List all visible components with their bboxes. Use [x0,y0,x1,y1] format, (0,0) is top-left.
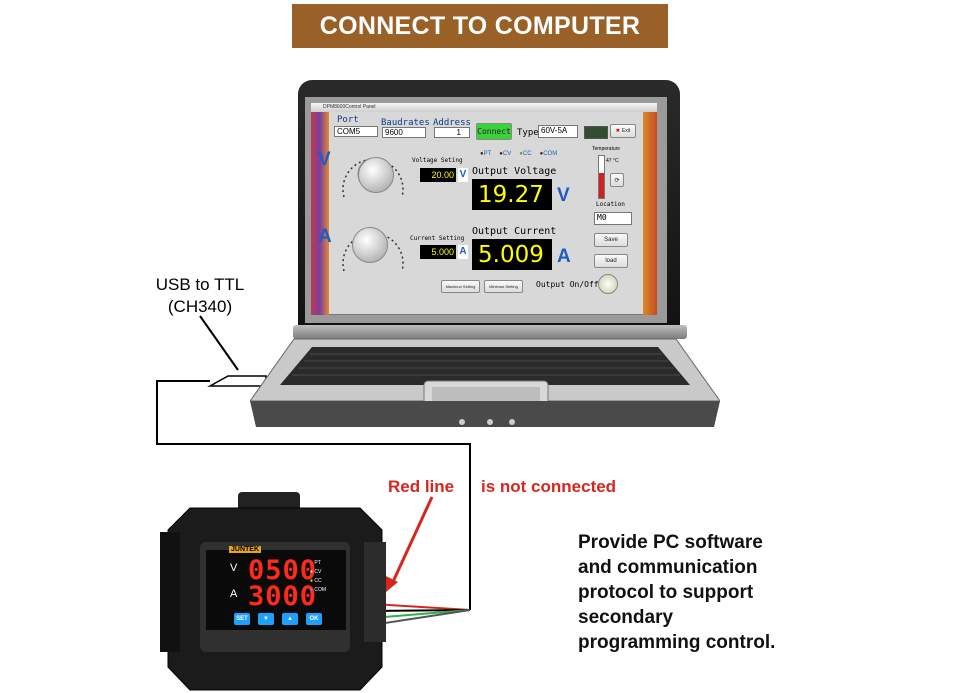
output-voltage-display: 19.27 [472,179,552,210]
device-v-label: V [230,562,238,574]
current-dial[interactable] [332,216,412,286]
device-buttons: SET ▼ ▲ OK [234,613,322,625]
led-cc: ●CC [519,151,532,157]
green-wire [371,609,471,619]
refresh-icon[interactable]: ⟳ [610,173,624,187]
page-title: CONNECT TO COMPUTER [292,4,668,48]
device-voltage-display: 0500 [248,555,318,586]
device-brand: JUNTEK [229,546,262,553]
voltage-setting-label: Voltage Seting [412,157,463,164]
red-line-label: Red line [388,477,455,496]
baudrate-select[interactable]: 9600 [382,127,426,138]
white-wire [371,609,471,626]
description-text: Provide PC software and communication pr… [578,530,828,655]
current-setting-field[interactable]: 5.000 [420,245,456,259]
desktop-wallpaper-right [643,112,657,315]
current-knob[interactable] [352,227,388,263]
led-com: ●COM [539,151,558,157]
device-down-button[interactable]: ▼ [258,613,274,625]
laptop-base [250,338,720,427]
temperature-value: 47 °C [606,158,619,164]
location-label: Location [596,201,625,208]
current-setting-unit: A [458,245,468,259]
connection-indicator [584,126,608,139]
temperature-label: Temperature [592,146,621,152]
current-unit-label: A [318,226,332,247]
device-a-label: A [230,588,238,600]
device-led-pt: ● PT [310,560,321,566]
description-line: and communication [578,557,758,578]
port-label: Port [337,115,359,125]
output-voltage-unit: V [557,185,570,206]
device-ok-button[interactable]: OK [306,613,322,625]
output-onoff-label: Output On/Off [536,280,599,289]
voltage-setting-unit: V [458,168,468,182]
usb-plug [207,375,267,387]
output-current-unit: A [557,246,571,267]
device-status-leds: ● PT ● CV ● CC ● COM [310,560,326,593]
current-setting-label: Current Setting [410,235,465,242]
led-pt: ●PT [480,151,492,157]
exit-icon: ✖ [615,128,620,134]
maximum-setting-button[interactable]: Maximun Setting [441,280,480,293]
laptop-hinge [293,325,687,339]
description-line: protocol to support [578,582,754,603]
power-toggle-icon[interactable] [598,274,618,294]
type-label: Type [517,128,539,138]
red-arrow [390,496,434,585]
output-current-display: 5.009 [472,239,552,270]
description-line: programming control. [578,632,776,653]
status-leds: ●PT ●CV ●CC ●COM [480,151,557,157]
output-voltage-label: Output Voltage [472,166,557,177]
device-set-button[interactable]: SET [234,613,250,625]
output-current-label: Output Current [472,226,557,237]
usb-label-line2: (CH340) [167,297,233,316]
voltage-unit-label: V [318,149,331,170]
description-line: secondary [578,607,674,628]
address-spinner[interactable]: 1 [434,127,470,138]
exit-label: Exit [621,128,631,134]
temperature-gauge [598,155,605,199]
device-led-cc: ● CC [310,578,322,584]
device-current-display: 3000 [248,581,318,612]
device-led-cv: ● CV [310,569,322,575]
exit-button[interactable]: ✖Exit [610,124,636,138]
red-arrowhead [386,576,398,592]
port-select[interactable]: COM5 [334,126,378,137]
desktop-wallpaper-left [311,112,329,315]
usb-pointer-line [199,315,239,371]
device-up-button[interactable]: ▲ [282,613,298,625]
not-connected-label: is not connected [481,477,617,496]
usb-label-line1: USB to TTL [155,275,245,294]
usb-cable [156,380,471,610]
voltage-setting-field[interactable]: 20.00 [420,168,456,182]
led-cv: ●CV [499,151,512,157]
window-title: DPM8600Control Panel [311,103,657,112]
usb-to-ttl-label: USB to TTL (CH340) [140,274,260,318]
baudrate-label: Baudrates [381,118,430,128]
minimum-setting-button[interactable]: Minimun Setting [484,280,523,293]
type-field[interactable]: 60V-5A [538,125,578,138]
connect-button[interactable]: Connect [476,123,512,140]
black-wire [371,609,471,612]
address-label: Address [433,118,471,128]
location-select[interactable]: M0 [594,212,632,225]
load-button[interactable]: load [594,254,628,268]
save-button[interactable]: Save [594,233,628,247]
description-line: Provide PC software [578,532,763,553]
voltage-knob[interactable] [358,157,394,193]
red-wire [371,603,471,611]
device-led-com: ● COM [310,587,327,593]
